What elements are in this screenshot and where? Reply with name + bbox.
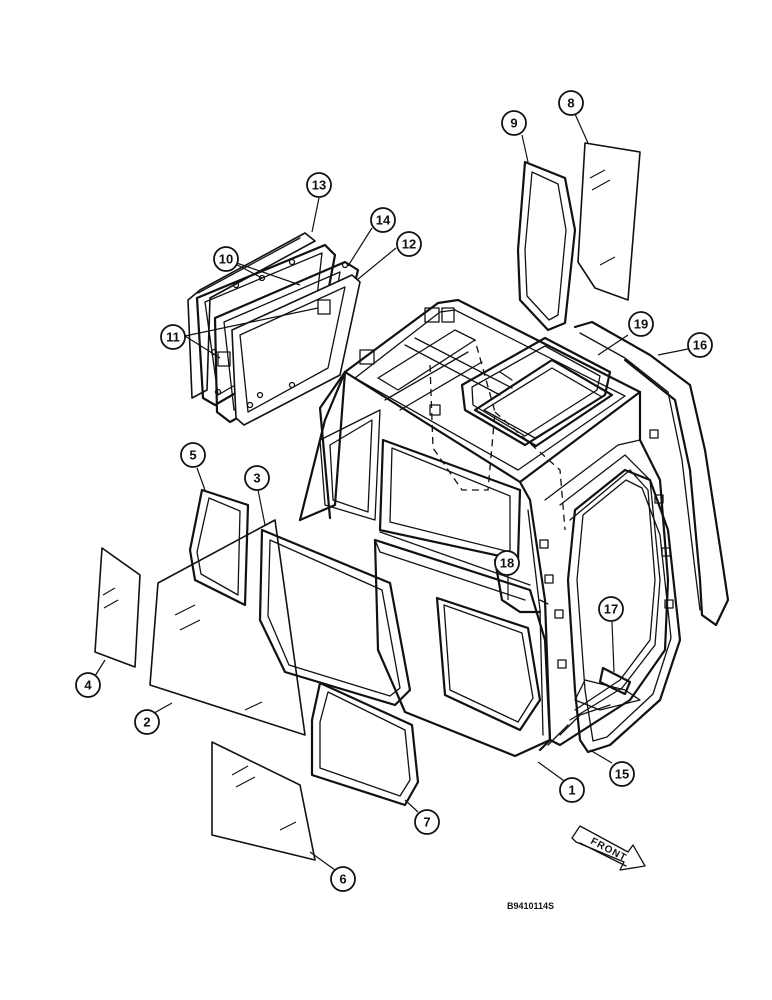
reference-number: B9410114S bbox=[507, 901, 554, 911]
callout-13: 13 bbox=[306, 172, 332, 198]
callout-15: 15 bbox=[609, 761, 635, 787]
callout-label: 12 bbox=[402, 237, 416, 252]
callout-17: 17 bbox=[598, 596, 624, 622]
leader-lines bbox=[94, 113, 689, 871]
lower-glass-6 bbox=[211, 741, 316, 861]
callout-label: 1 bbox=[568, 783, 575, 798]
callout-3: 3 bbox=[244, 465, 270, 491]
callout-label: 15 bbox=[615, 767, 629, 782]
callout-label: 13 bbox=[312, 178, 326, 193]
strip-18 bbox=[493, 558, 542, 614]
callout-8: 8 bbox=[558, 90, 584, 116]
callout-label: 9 bbox=[510, 116, 517, 131]
callout-label: 2 bbox=[143, 715, 150, 730]
seal-16 bbox=[573, 320, 730, 627]
hidden-line-2 bbox=[494, 411, 566, 531]
side-glass-2 bbox=[149, 519, 306, 736]
hatch-seal-19 bbox=[460, 336, 612, 447]
roof-window-assembly bbox=[187, 232, 361, 426]
side-gasket-3 bbox=[258, 528, 412, 707]
callout-label: 14 bbox=[376, 213, 391, 228]
callout-1: 1 bbox=[559, 777, 585, 803]
callout-7: 7 bbox=[414, 809, 440, 835]
callout-label: 4 bbox=[84, 678, 92, 693]
callout-18: 18 bbox=[494, 550, 520, 576]
callout-label: 10 bbox=[219, 252, 233, 267]
callout-16: 16 bbox=[687, 332, 713, 358]
callout-label: 7 bbox=[423, 815, 430, 830]
callout-label: 3 bbox=[253, 471, 260, 486]
quarter-glass-4 bbox=[94, 547, 141, 668]
callout-9: 9 bbox=[501, 110, 527, 136]
callout-label: 5 bbox=[189, 448, 196, 463]
callout-5: 5 bbox=[180, 442, 206, 468]
callout-2: 2 bbox=[134, 709, 160, 735]
callout-label: 8 bbox=[567, 96, 574, 111]
callout-14: 14 bbox=[370, 207, 396, 233]
callout-12: 12 bbox=[396, 231, 422, 257]
callout-6: 6 bbox=[330, 866, 356, 892]
quarter-gasket-5 bbox=[188, 488, 250, 607]
front-arrow: FRONT bbox=[571, 825, 646, 871]
cab-frame bbox=[298, 298, 674, 758]
callout-19: 19 bbox=[628, 311, 654, 337]
callout-11: 11 bbox=[160, 324, 186, 350]
callout-label: 18 bbox=[500, 556, 514, 571]
callout-10: 10 bbox=[213, 246, 239, 272]
hidden-line bbox=[429, 339, 496, 491]
rear-glass-8 bbox=[577, 142, 641, 301]
callout-label: 17 bbox=[604, 602, 618, 617]
callout-label: 11 bbox=[166, 330, 180, 345]
door-seal-15 bbox=[566, 468, 682, 754]
lower-gasket-7 bbox=[310, 681, 420, 807]
rear-gasket-9 bbox=[516, 160, 577, 332]
callout-label: 16 bbox=[693, 338, 707, 353]
callout-label: 6 bbox=[339, 872, 346, 887]
callout-label: 19 bbox=[634, 317, 648, 332]
callout-4: 4 bbox=[75, 672, 101, 698]
seal-17 bbox=[598, 666, 632, 696]
